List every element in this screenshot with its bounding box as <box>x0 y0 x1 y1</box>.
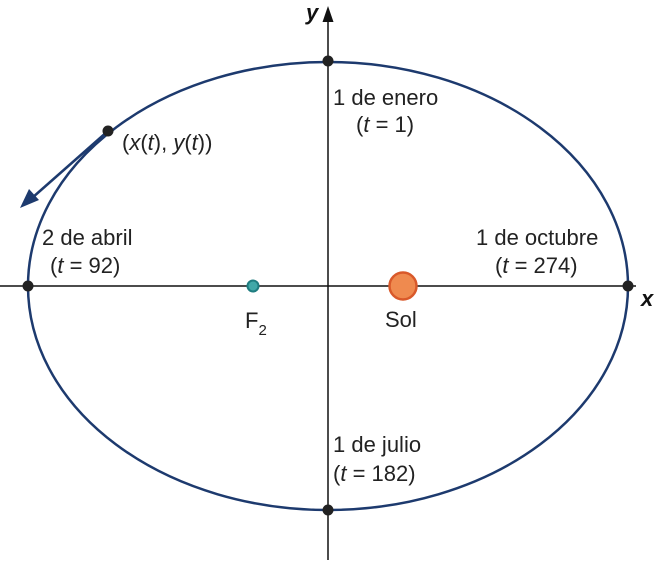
april-time-label: (t = 92) <box>50 253 120 278</box>
july-label: 1 de julio <box>333 432 421 457</box>
focus-f2 <box>246 279 260 293</box>
october-time-label: (t = 274) <box>495 253 578 278</box>
april-point <box>22 280 34 292</box>
moving-point-label: (x(t), y(t)) <box>122 130 212 155</box>
april-label: 2 de abril <box>42 225 133 250</box>
x-axis-label: x <box>640 286 654 311</box>
october-point <box>622 280 634 292</box>
focus-f2-label: F2 <box>245 308 267 339</box>
july-point <box>322 504 334 516</box>
direction-arrow-line <box>31 130 109 199</box>
january-point <box>322 55 334 67</box>
january-label: 1 de enero <box>333 85 438 110</box>
january-time-label: (t = 1) <box>356 112 414 137</box>
october-label: 1 de octubre <box>476 225 598 250</box>
y-axis-arrowhead <box>322 6 334 22</box>
moving-point <box>102 125 114 137</box>
sun-label: Sol <box>385 307 417 332</box>
july-time-label: (t = 182) <box>333 461 416 486</box>
sun <box>388 271 418 301</box>
y-axis-label: y <box>305 0 320 25</box>
direction-arrowhead <box>20 189 39 208</box>
